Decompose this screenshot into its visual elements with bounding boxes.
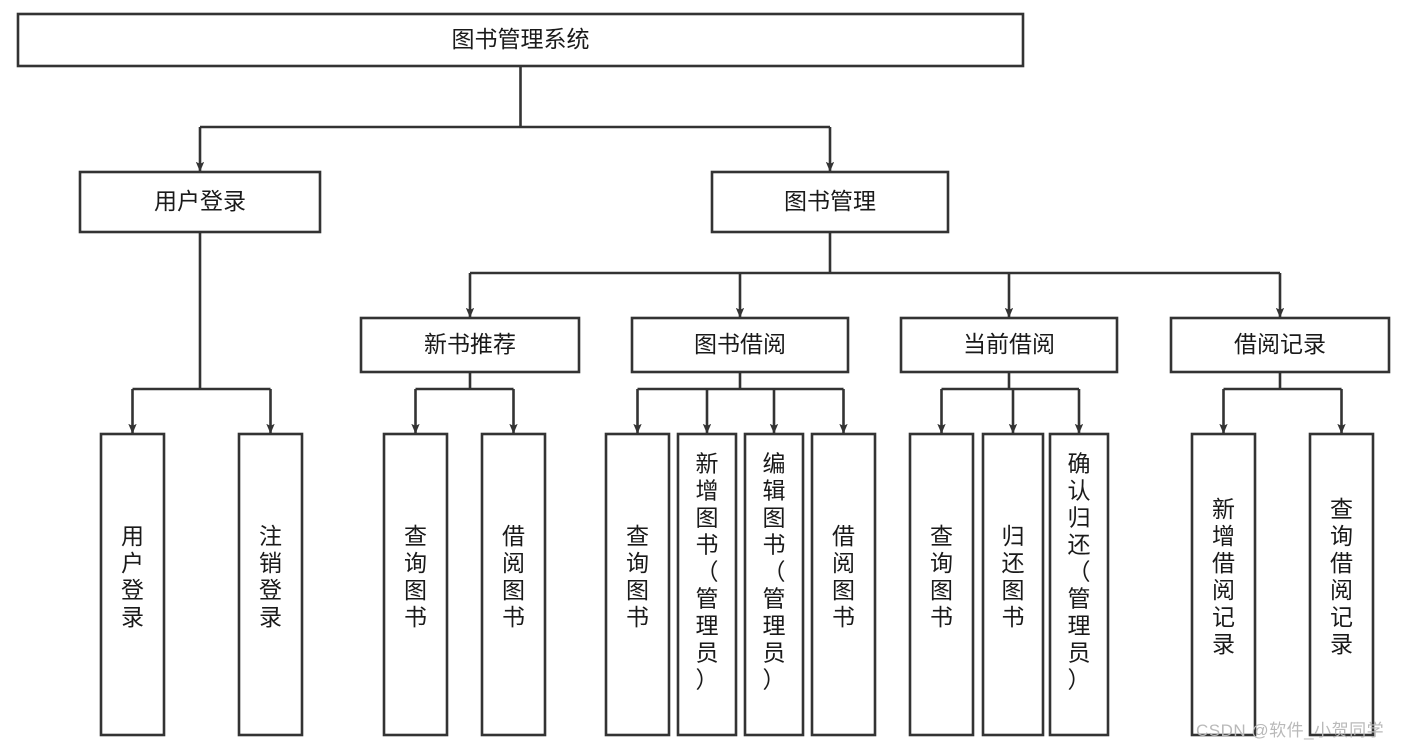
node-box-root xyxy=(16,12,1025,68)
node-leaf-confirm-return-admin[interactable]: 确认归还（管理员） xyxy=(1048,432,1110,737)
node-label-user-login: 用户登录 xyxy=(154,188,246,214)
node-box-leaf-borrow-book-1 xyxy=(480,432,547,737)
node-label-leaf-query-book-2: 查询图书 xyxy=(626,523,649,630)
node-label-leaf-logout: 注销登录 xyxy=(259,523,282,630)
node-box-leaf-borrow-book-2 xyxy=(810,432,877,737)
connector-group-borrow-record xyxy=(1219,372,1346,434)
node-book-borrow[interactable]: 图书借阅 xyxy=(630,316,850,374)
node-label-leaf-add-borrow-record: 新增借阅记录 xyxy=(1212,496,1235,657)
node-box-book-borrow xyxy=(630,316,850,374)
node-leaf-user-login[interactable]: 用户登录 xyxy=(99,432,166,737)
node-label-leaf-query-book-3: 查询图书 xyxy=(930,523,953,630)
node-box-leaf-user-login xyxy=(99,432,166,737)
connector-group-user-login xyxy=(128,232,275,434)
node-leaf-edit-book-admin[interactable]: 编辑图书（管理员） xyxy=(743,432,805,737)
connector-group-current-borrow xyxy=(937,372,1084,434)
node-label-leaf-query-book-1: 查询图书 xyxy=(404,523,427,630)
node-box-book-manage xyxy=(710,170,950,234)
node-box-current-borrow xyxy=(899,316,1119,374)
node-leaf-logout[interactable]: 注销登录 xyxy=(237,432,304,737)
node-box-user-login xyxy=(78,170,322,234)
node-label-new-book-recommend: 新书推荐 xyxy=(424,331,516,357)
node-box-leaf-query-book-1 xyxy=(382,432,449,737)
node-box-leaf-return-book xyxy=(981,432,1045,737)
node-label-leaf-query-borrow-record: 查询借阅记录 xyxy=(1330,496,1353,657)
node-leaf-add-book-admin[interactable]: 新增图书（管理员） xyxy=(676,432,738,737)
node-label-current-borrow: 当前借阅 xyxy=(963,331,1055,357)
node-label-leaf-borrow-book-2: 借阅图书 xyxy=(832,523,855,630)
node-root[interactable]: 图书管理系统 xyxy=(16,12,1025,68)
node-label-root: 图书管理系统 xyxy=(452,26,590,52)
node-book-manage[interactable]: 图书管理 xyxy=(710,170,950,234)
node-label-leaf-edit-book-admin: 编辑图书（管理员） xyxy=(763,451,786,693)
node-box-leaf-logout xyxy=(237,432,304,737)
node-box-leaf-query-borrow-record xyxy=(1308,432,1375,737)
node-leaf-add-borrow-record[interactable]: 新增借阅记录 xyxy=(1190,432,1257,737)
node-borrow-record[interactable]: 借阅记录 xyxy=(1169,316,1391,374)
connector-group-root xyxy=(195,66,835,172)
node-leaf-query-book-2[interactable]: 查询图书 xyxy=(604,432,671,737)
node-box-leaf-add-borrow-record xyxy=(1190,432,1257,737)
node-user-login[interactable]: 用户登录 xyxy=(78,170,322,234)
node-current-borrow[interactable]: 当前借阅 xyxy=(899,316,1119,374)
node-box-borrow-record xyxy=(1169,316,1391,374)
node-box-leaf-add-book-admin xyxy=(676,432,738,737)
node-layer: 图书管理系统用户登录图书管理新书推荐图书借阅当前借阅借阅记录用户登录注销登录查询… xyxy=(16,12,1391,737)
node-new-book-recommend[interactable]: 新书推荐 xyxy=(359,316,581,374)
node-leaf-return-book[interactable]: 归还图书 xyxy=(981,432,1045,737)
node-leaf-borrow-book-2[interactable]: 借阅图书 xyxy=(810,432,877,737)
node-label-book-borrow: 图书借阅 xyxy=(694,331,786,357)
node-label-leaf-return-book: 归还图书 xyxy=(1002,523,1025,630)
node-label-borrow-record: 借阅记录 xyxy=(1234,331,1326,357)
node-label-leaf-borrow-book-1: 借阅图书 xyxy=(502,523,525,630)
node-leaf-query-borrow-record[interactable]: 查询借阅记录 xyxy=(1308,432,1375,737)
node-box-leaf-edit-book-admin xyxy=(743,432,805,737)
node-label-leaf-confirm-return-admin: 确认归还（管理员） xyxy=(1068,451,1091,693)
node-box-leaf-query-book-2 xyxy=(604,432,671,737)
node-box-leaf-query-book-3 xyxy=(908,432,975,737)
connector-group-new-book-recommend xyxy=(411,372,518,434)
node-box-new-book-recommend xyxy=(359,316,581,374)
node-leaf-query-book-3[interactable]: 查询图书 xyxy=(908,432,975,737)
node-leaf-query-book-1[interactable]: 查询图书 xyxy=(382,432,449,737)
node-label-leaf-add-book-admin: 新增图书（管理员） xyxy=(696,451,719,693)
node-label-book-manage: 图书管理 xyxy=(784,188,876,214)
node-leaf-borrow-book-1[interactable]: 借阅图书 xyxy=(480,432,547,737)
connector-group-book-borrow xyxy=(633,372,848,434)
node-box-leaf-confirm-return-admin xyxy=(1048,432,1110,737)
node-label-leaf-user-login: 用户登录 xyxy=(121,523,144,630)
connector-group-book-manage xyxy=(465,232,1285,318)
connector-layer xyxy=(128,66,1346,434)
